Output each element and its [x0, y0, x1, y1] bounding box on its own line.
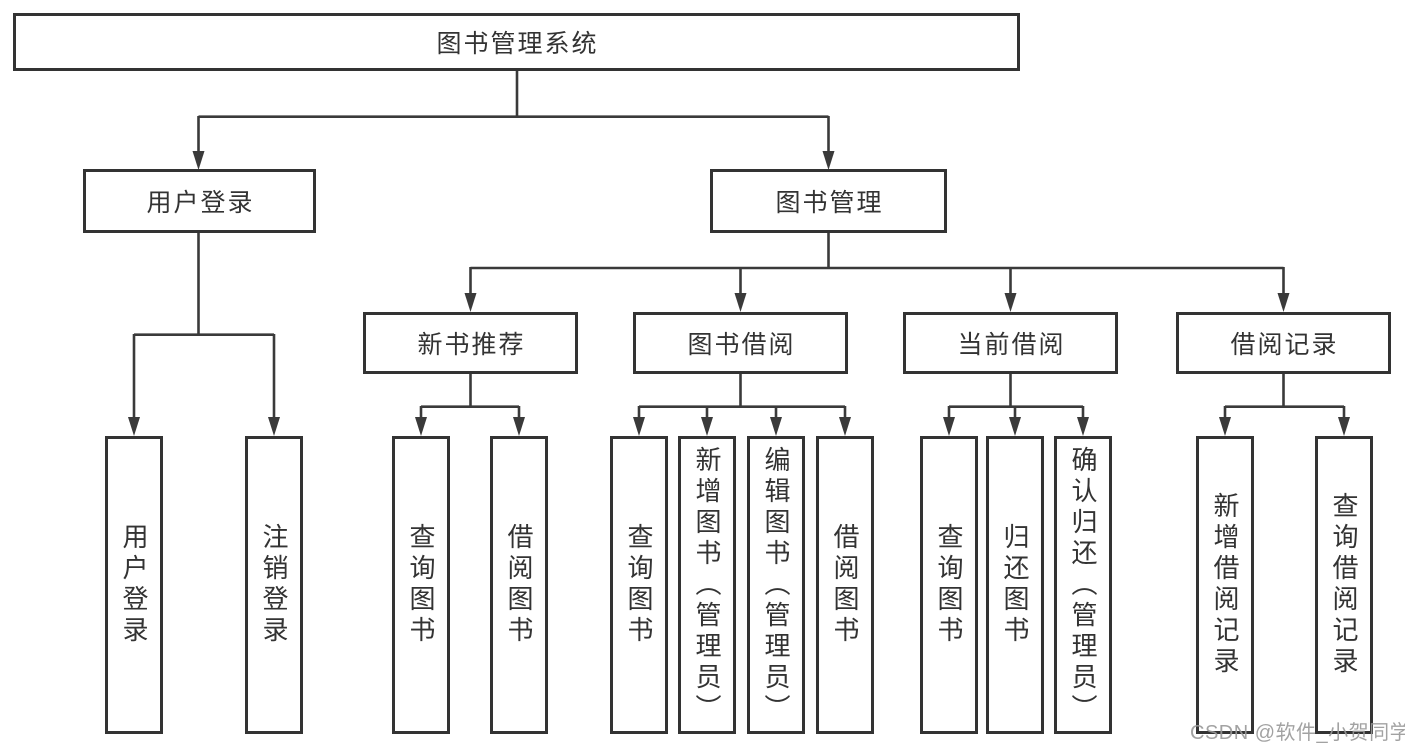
node-leaf-edit-books-admin: 编辑图书（管理员）	[747, 436, 805, 734]
node-label: 归还图书	[1000, 523, 1030, 647]
connector-user-login-to-children	[128, 233, 280, 436]
connector-borrow-records-to-children	[1219, 374, 1350, 436]
node-leaf-return-books: 归还图书	[986, 436, 1044, 734]
node-borrow-records: 借阅记录	[1176, 312, 1391, 374]
arrow-down-icon	[513, 417, 525, 436]
arrow-down-icon	[268, 417, 280, 436]
node-leaf-borrow-books: 借阅图书	[490, 436, 548, 734]
connector-book-borrow-to-children	[633, 374, 851, 436]
node-label: 确认归还（管理员）	[1068, 445, 1098, 725]
node-leaf-confirm-return-admin: 确认归还（管理员）	[1054, 436, 1112, 734]
node-label: 查询图书	[406, 523, 436, 647]
node-label: 图书管理	[775, 189, 884, 217]
node-leaf-add-borrow-record: 新增借阅记录	[1196, 436, 1254, 734]
node-label: 用户登录	[146, 189, 255, 217]
node-label: 图书借阅	[687, 331, 796, 359]
arrow-down-icon	[633, 417, 645, 436]
node-book-borrowing: 图书借阅	[633, 312, 848, 374]
node-leaf-query-books: 查询图书	[920, 436, 978, 734]
node-label: 查询图书	[624, 523, 654, 647]
node-label: 当前借阅	[957, 331, 1066, 359]
node-current-borrowing: 当前借阅	[903, 312, 1118, 374]
node-label: 新增图书（管理员）	[692, 445, 722, 725]
arrow-down-icon	[464, 293, 477, 312]
node-label: 查询借阅记录	[1329, 492, 1359, 678]
node-label: 新书推荐	[417, 331, 526, 359]
arrow-down-icon	[822, 151, 835, 170]
node-book-management: 图书管理	[710, 169, 947, 233]
connector-new-books-to-children	[415, 374, 525, 436]
node-label: 查询图书	[934, 523, 964, 647]
arrow-down-icon	[770, 417, 782, 436]
connector-root-to-level2	[192, 71, 835, 170]
arrow-down-icon	[701, 417, 713, 436]
node-label: 编辑图书（管理员）	[761, 445, 791, 725]
node-leaf-query-borrow-record: 查询借阅记录	[1315, 436, 1373, 734]
node-leaf-user-login: 用户登录	[105, 436, 163, 734]
node-leaf-query-books: 查询图书	[392, 436, 450, 734]
arrow-down-icon	[839, 417, 851, 436]
node-label: 借阅记录	[1230, 331, 1339, 359]
arrow-down-icon	[734, 293, 747, 312]
arrow-down-icon	[1219, 417, 1231, 436]
node-label: 注销登录	[259, 523, 289, 647]
arrow-down-icon	[1077, 417, 1089, 436]
node-user-login: 用户登录	[83, 169, 316, 233]
arrow-down-icon	[943, 417, 955, 436]
arrow-down-icon	[415, 417, 427, 436]
arrow-down-icon	[1004, 293, 1017, 312]
node-label: 借阅图书	[830, 523, 860, 647]
node-label: 用户登录	[119, 523, 149, 647]
arrow-down-icon	[128, 417, 140, 436]
arrow-down-icon	[192, 151, 205, 170]
arrow-down-icon	[1338, 417, 1350, 436]
node-library-system: 图书管理系统	[13, 13, 1020, 71]
node-leaf-add-books-admin: 新增图书（管理员）	[678, 436, 736, 734]
node-label: 图书管理系统	[436, 30, 599, 58]
node-leaf-query-books: 查询图书	[610, 436, 668, 734]
connector-book-mgmt-to-level3	[464, 233, 1290, 312]
node-new-book-recommend: 新书推荐	[363, 312, 578, 374]
node-label: 借阅图书	[504, 523, 534, 647]
node-leaf-logout: 注销登录	[245, 436, 303, 734]
node-label: 新增借阅记录	[1210, 492, 1240, 678]
arrow-down-icon	[1277, 293, 1290, 312]
connector-current-borrow-to-children	[943, 374, 1089, 436]
csdn-watermark: CSDN @软件_小贺同学	[1190, 722, 1405, 744]
node-leaf-borrow-books: 借阅图书	[816, 436, 874, 734]
arrow-down-icon	[1009, 417, 1021, 436]
